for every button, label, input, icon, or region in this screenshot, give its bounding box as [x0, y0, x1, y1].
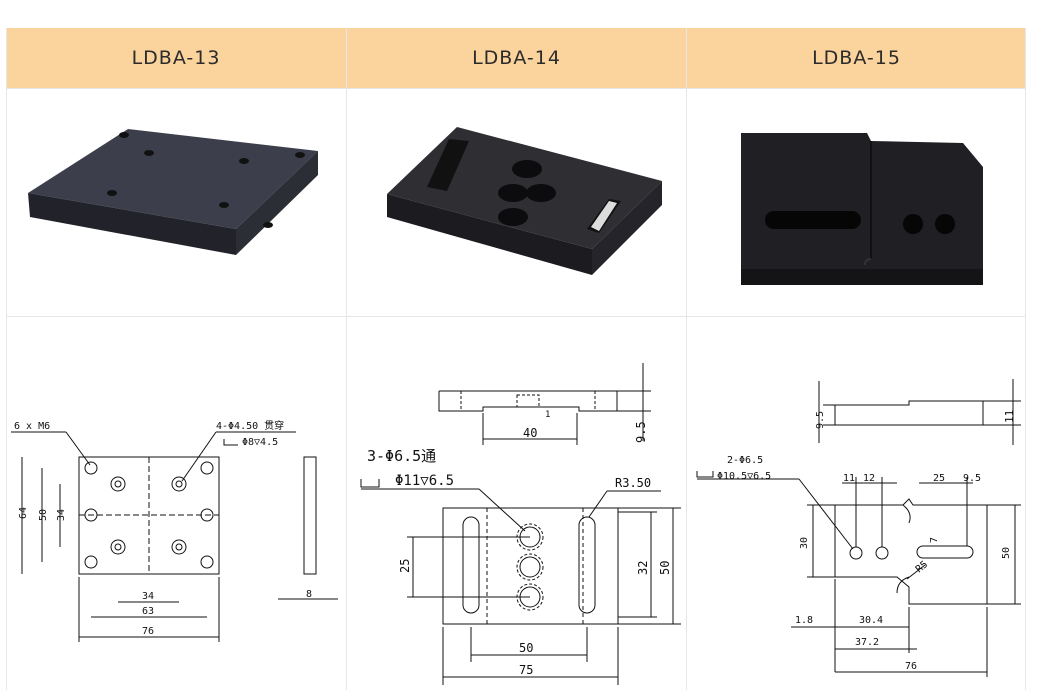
dimension-value: 63: [142, 606, 154, 617]
product-spec-table: LDBA-13 LDBA-14 LDBA-15: [6, 28, 1026, 690]
dimension-value: 32: [636, 561, 650, 575]
dimension-value: 75: [519, 663, 533, 677]
dimension-value: 11: [843, 473, 855, 484]
technical-drawing-ldba-15: 9.5 11 2-Φ6.5 Φ10.5▽6.5 11 12 25 9.5 7 3…: [687, 317, 1026, 690]
dimension-value: 25: [398, 559, 412, 573]
dimension-drawing: 9.5 11 2-Φ6.5 Φ10.5▽6.5 11 12 25 9.5 7 3…: [696, 379, 1021, 677]
dimension-value: 76: [905, 661, 917, 672]
product-photo-ldba-13: [6, 89, 346, 316]
technical-drawing-ldba-14: 1 40 9.5 3-Φ6.5通 Φ11▽6.5 R3.50 25 32 50 …: [347, 317, 686, 690]
stepped-plate-photo-icon: [741, 133, 983, 285]
drawing-label: 4-Φ4.50 贯穿: [216, 419, 284, 432]
dimension-value: 50: [519, 641, 533, 655]
product-photo-ldba-15: [687, 89, 1026, 316]
product-photo-ldba-14: [347, 89, 686, 316]
dimension-value: 9.5: [963, 473, 981, 484]
dimension-value: 50: [38, 509, 49, 521]
technical-drawing-ldba-13: 6 x M6 4-Φ4.50 贯穿 Φ8▽4.5 64 50 34 34 63 …: [6, 317, 346, 690]
dimension-value: 30.4: [859, 615, 883, 626]
header-ldba-14: LDBA-14: [347, 28, 686, 88]
dimension-value: 8: [306, 589, 312, 600]
dimension-value: 40: [523, 426, 537, 440]
drawing-label: Φ8▽4.5: [242, 437, 278, 448]
drawing-label: R3.50: [615, 476, 651, 490]
dimension-value: 12: [863, 473, 875, 484]
drawing-label: 2-Φ6.5: [727, 455, 763, 466]
dimension-value: 50: [1001, 547, 1012, 559]
plate-photo-icon: [28, 129, 318, 255]
column-divider: [346, 28, 347, 690]
dimension-value: 34: [142, 591, 154, 602]
column-divider: [686, 28, 687, 690]
slotted-plate-photo-icon: [387, 127, 662, 275]
dimension-value: 9.5: [634, 421, 648, 443]
drawing-label: 3-Φ6.5通: [367, 447, 436, 465]
dimension-value: 7: [929, 537, 940, 543]
row-divider: [6, 316, 1026, 317]
dimension-value: 11: [1003, 410, 1016, 423]
header-ldba-15: LDBA-15: [687, 28, 1026, 88]
dimension-value: 64: [18, 507, 29, 519]
dimension-value: 1.8: [795, 615, 813, 626]
dimension-value: 1: [545, 410, 550, 420]
dimension-value: 76: [142, 626, 154, 637]
dimension-value: 37.2: [855, 637, 879, 648]
dimension-drawing: 6 x M6 4-Φ4.50 贯穿 Φ8▽4.5 64 50 34 34 63 …: [11, 419, 338, 642]
dimension-value: 30: [799, 537, 810, 549]
dimension-value: 50: [658, 561, 672, 575]
header-ldba-13: LDBA-13: [6, 28, 346, 88]
dimension-value: 25: [933, 473, 945, 484]
drawing-label: R5: [914, 559, 930, 575]
column-divider: [1025, 28, 1026, 690]
drawing-label: Φ11▽6.5: [395, 473, 454, 489]
dimension-value: 34: [56, 509, 67, 521]
row-divider: [6, 88, 1026, 89]
dimension-value: 9.5: [815, 411, 826, 429]
column-divider: [6, 28, 7, 690]
drawing-label: 6 x M6: [14, 421, 50, 432]
dimension-drawing: 1 40 9.5 3-Φ6.5通 Φ11▽6.5 R3.50 25 32 50 …: [360, 363, 681, 685]
drawing-label: Φ10.5▽6.5: [717, 471, 771, 482]
